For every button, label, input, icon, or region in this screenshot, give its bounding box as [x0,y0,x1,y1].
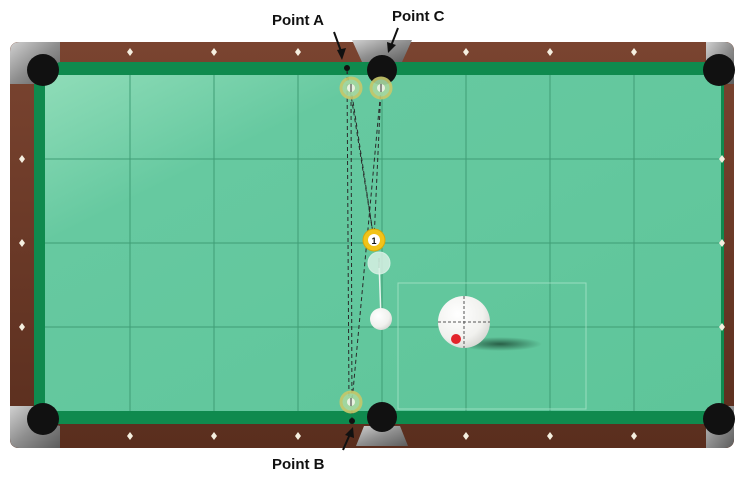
point-c-label: Point C [392,8,445,25]
point-b-dot [349,418,355,424]
ghost-ball-bottom [341,392,361,412]
point-a-label: Point A [272,12,324,29]
ghost-ball-top-right [371,78,391,98]
object-ball-number: 1 [371,236,376,246]
ghost-cue-ball [368,252,390,274]
point-a-dot [344,65,350,71]
ghost-ball-top-left [341,78,361,98]
pocket-icon [10,42,60,86]
cue-ball [370,308,392,330]
english-contact-dot [451,334,461,344]
pocket-icon [703,42,735,86]
object-ball: 1 [363,229,385,251]
pocket-icon [10,403,60,448]
point-b-label: Point B [272,456,325,473]
pocket-icon [703,403,735,448]
